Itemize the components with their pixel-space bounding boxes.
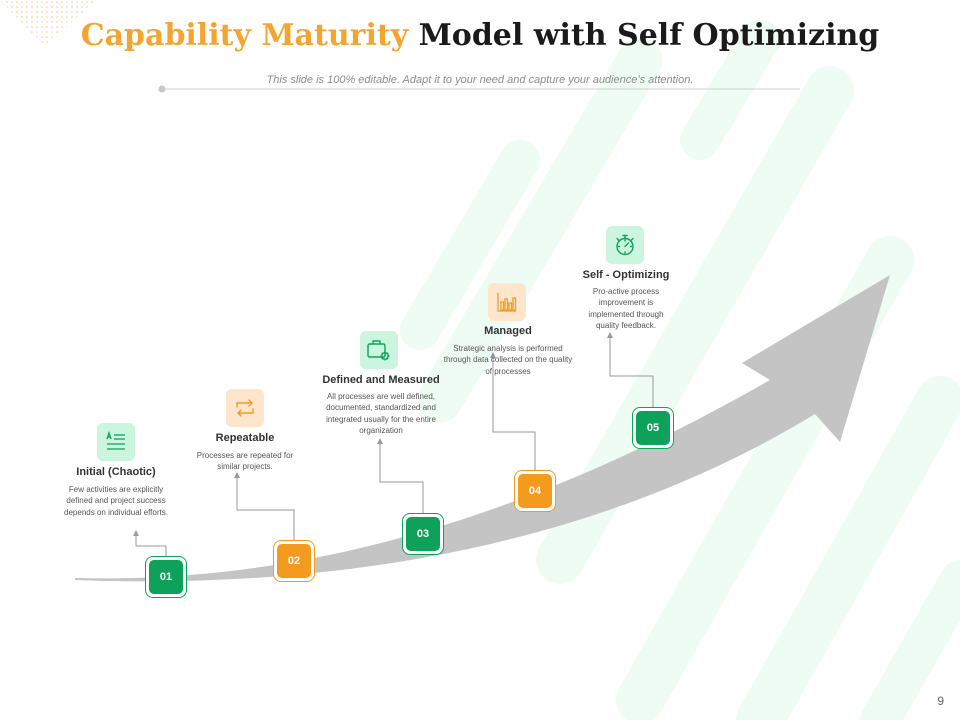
text-list-icon (97, 423, 135, 461)
header-divider-dot (158, 85, 166, 93)
step-desc-04: Strategic analysis is performed through … (443, 344, 573, 376)
step-number-02: 02 (277, 544, 311, 578)
briefcase-gear-icon (360, 331, 398, 369)
corner-dot-pattern (0, 0, 95, 48)
stopwatch-icon (606, 226, 644, 264)
connector-03 (379, 442, 424, 513)
title-rest: Model with Self Optimizing (408, 18, 880, 53)
page-title: Capability Maturity Model with Self Opti… (0, 18, 960, 53)
step-desc-02: Processes are repeated for similar proje… (196, 451, 294, 472)
title-accent: Capability Maturity (80, 18, 409, 53)
step-number-01: 01 (149, 560, 183, 594)
connector-02 (236, 476, 295, 540)
step-title-05: Self - Optimizing (582, 269, 670, 281)
step-title-04: Managed (484, 325, 532, 337)
step-number-03: 03 (406, 517, 440, 551)
step-desc-05: Pro-active process improvement is implem… (588, 287, 664, 330)
step-badge-03: 03 (402, 513, 444, 555)
step-number-04: 04 (518, 474, 552, 508)
step-badge-05: 05 (632, 407, 674, 449)
step-desc-03: All processes are well defined, document… (326, 392, 436, 435)
step-title-02: Repeatable (215, 432, 275, 444)
connector-04 (492, 356, 536, 470)
connector-01 (135, 534, 167, 556)
step-desc-01: Few activities are explicitly defined an… (64, 485, 168, 517)
page-number: 9 (937, 694, 944, 708)
step-badge-04: 04 (514, 470, 556, 512)
bar-chart-icon (488, 283, 526, 321)
step-badge-01: 01 (145, 556, 187, 598)
step-number-05: 05 (636, 411, 670, 445)
step-title-03: Defined and Measured (322, 374, 440, 386)
repeat-arrows-icon (226, 389, 264, 427)
step-title-01: Initial (Chaotic) (76, 466, 156, 478)
growth-arrow (75, 275, 890, 582)
step-badge-02: 02 (273, 540, 315, 582)
connector-05 (609, 336, 654, 407)
subtitle: This slide is 100% editable. Adapt it to… (266, 74, 694, 86)
